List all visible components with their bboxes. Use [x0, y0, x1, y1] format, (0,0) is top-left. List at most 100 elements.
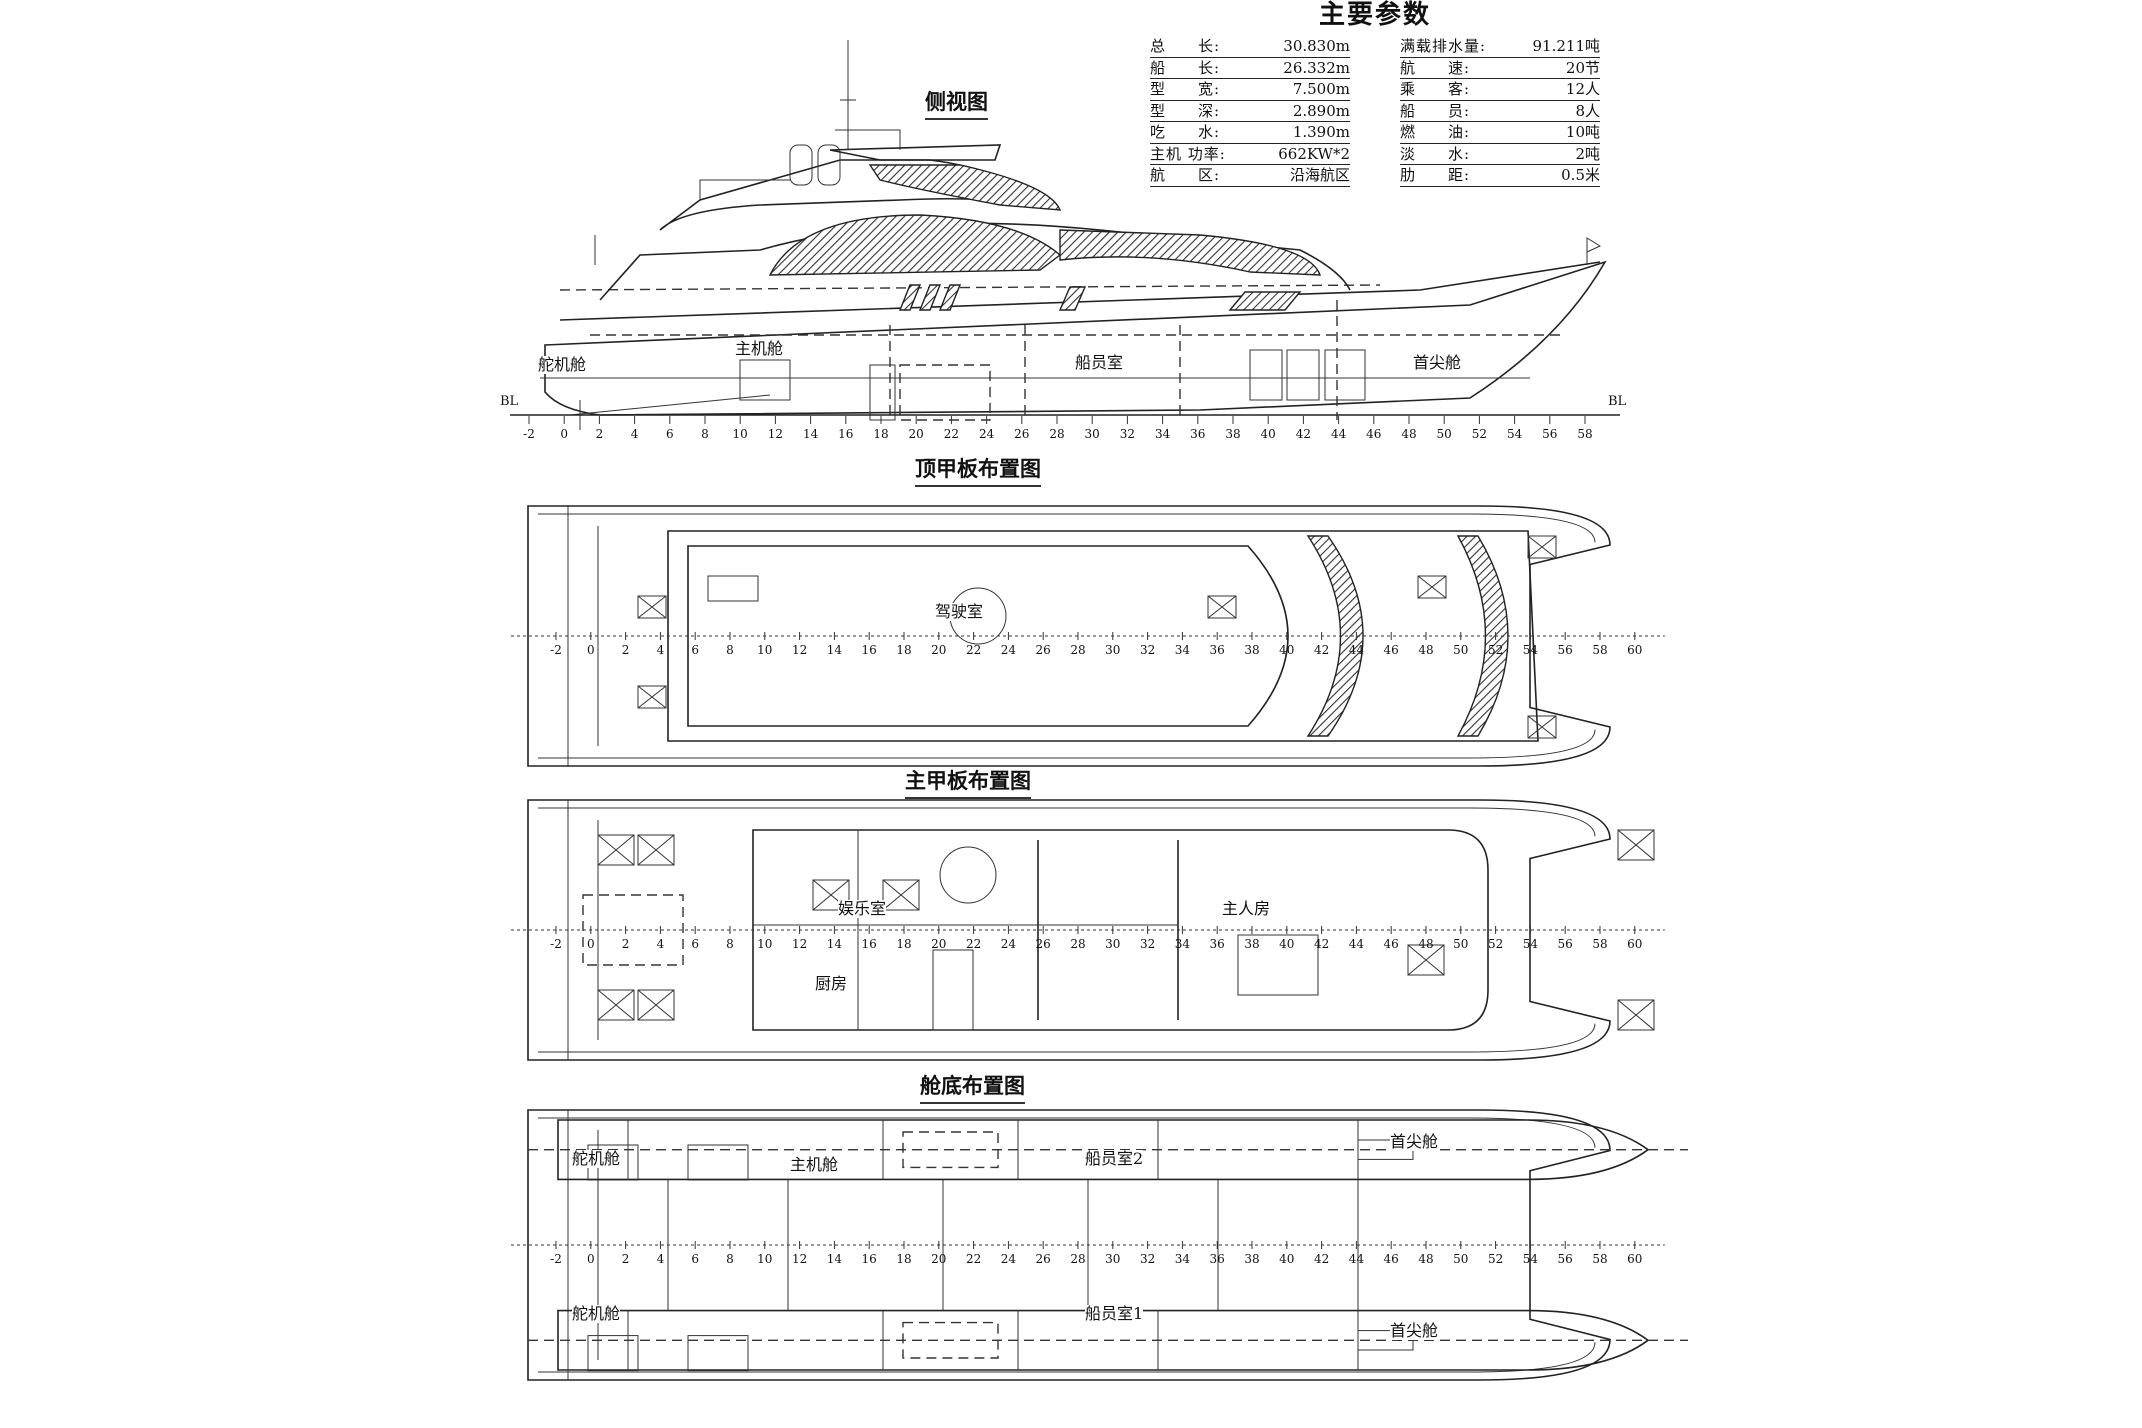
frame-label: 48 [1418, 1252, 1433, 1266]
demihull [557, 1309, 1650, 1371]
frame-label: 0 [560, 427, 568, 441]
mast [835, 40, 901, 150]
hatch-cross [1407, 944, 1445, 976]
param-value: 1.390m [1292, 123, 1350, 141]
frame-label: -2 [550, 937, 562, 951]
frame-label: -2 [523, 427, 535, 441]
frame-label: 42 [1296, 427, 1311, 441]
crew-room-1-label: 船员室1 [1085, 1304, 1144, 1323]
hull-profile [544, 260, 1607, 416]
water-tank [1357, 1330, 1414, 1351]
frame-label: 12 [768, 427, 783, 441]
param-key: 航 速: [1400, 58, 1471, 77]
baseline-label-fwd: BL [1608, 394, 1627, 409]
frame-label: 40 [1279, 1252, 1294, 1266]
frame-label: 38 [1225, 427, 1240, 441]
deckhouse-outline [752, 829, 1489, 1031]
hatch-box [1527, 535, 1557, 559]
frame-label: 36 [1210, 937, 1225, 951]
param-key: 满载排水量: [1400, 37, 1487, 55]
hatch-cross [1207, 595, 1237, 619]
forepeak-label: 首尖舱 [1413, 353, 1462, 372]
frame-label: 28 [1070, 1252, 1085, 1266]
frame-label: 26 [1036, 643, 1051, 657]
frame-label: 40 [1279, 937, 1294, 951]
frame-label: 16 [862, 937, 877, 951]
frame-label: 52 [1488, 937, 1503, 951]
frame-label: 54 [1523, 937, 1539, 951]
frame-label: 26 [1036, 937, 1051, 951]
hatch-cross [1617, 999, 1655, 1031]
hatch-box [597, 834, 635, 866]
frame-label: 4 [657, 937, 665, 951]
frame-label: 50 [1453, 937, 1468, 951]
frame-label: 32 [1120, 427, 1135, 441]
param-key: 航 区: [1150, 166, 1221, 184]
hatch-box [1527, 715, 1557, 739]
param-key: 燃 油: [1400, 123, 1471, 141]
frame-label: 58 [1592, 937, 1607, 951]
main-parameters-table: 主要参数 总 长:30.830m 船 长:26.332m 型 宽:7.500m … [1150, 0, 1600, 187]
frame-label: 46 [1366, 427, 1381, 441]
frame-label: 44 [1349, 1252, 1365, 1266]
hardtop [829, 144, 1002, 161]
parameters-columns: 总 长:30.830m 船 长:26.332m 型 宽:7.500m 型 深:2… [1150, 36, 1600, 187]
spiral-stair [939, 846, 997, 904]
hatch-box [637, 989, 675, 1021]
frame-label: 54 [1523, 1252, 1539, 1266]
frame-label: 56 [1558, 937, 1573, 951]
hatch-cross [597, 989, 635, 1021]
frame-label: 44 [1349, 643, 1365, 657]
frame-label: 60 [1627, 1252, 1642, 1266]
param-value: 20节 [1565, 58, 1600, 77]
param-value: 7.500m [1292, 80, 1350, 98]
frame-label: 20 [931, 1252, 946, 1266]
frame-label: 6 [691, 643, 699, 657]
frame-label: 40 [1279, 643, 1294, 657]
param-value: 8人 [1575, 101, 1600, 120]
frame-label: 14 [827, 937, 843, 951]
demihull [557, 1119, 1650, 1181]
frame-label: 14 [827, 643, 843, 657]
bottom-plan-title: 舱底布置图 [920, 1070, 1025, 1104]
param-row: 航 速: 20节 [1400, 58, 1600, 79]
param-row: 船 员:8人 [1400, 101, 1600, 122]
tank [1324, 349, 1366, 401]
hatch-box [812, 879, 850, 911]
frame-label: 22 [944, 427, 959, 441]
upper-deck-line [559, 284, 1381, 291]
frame-label: 0 [587, 1252, 595, 1266]
frame-label: 50 [1453, 643, 1468, 657]
owner-cabin-label: 主人房 [1222, 899, 1271, 918]
frame-label: 60 [1627, 643, 1642, 657]
frame-label: 8 [701, 427, 709, 441]
frame-label: 38 [1244, 937, 1259, 951]
frame-label: 4 [631, 427, 639, 441]
frame-label: 14 [803, 427, 819, 441]
frame-label: 42 [1314, 1252, 1329, 1266]
frame-label: 10 [757, 1252, 772, 1266]
inner-hull-line [538, 1117, 1596, 1373]
frame-label: 24 [1001, 643, 1017, 657]
frame-label: 18 [896, 643, 911, 657]
frame-label: 46 [1384, 643, 1399, 657]
param-row: 船 长:26.332m [1150, 58, 1350, 79]
hull-outline [527, 799, 1611, 1061]
hatch-cross [1417, 575, 1447, 599]
helm-console [707, 575, 759, 602]
param-row: 总 长:30.830m [1150, 36, 1350, 58]
frame-label: 2 [596, 427, 604, 441]
frame-label: 30 [1085, 427, 1100, 441]
frame-label: 20 [931, 937, 946, 951]
frame-label: 48 [1401, 427, 1416, 441]
param-key: 乘 客: [1400, 80, 1471, 98]
frame-label: 22 [966, 937, 981, 951]
hatch-box [1617, 999, 1655, 1031]
frame-label: 46 [1384, 937, 1399, 951]
frame-label: 20 [931, 643, 946, 657]
hatch-cross [637, 834, 675, 866]
frame-label: 22 [966, 1252, 981, 1266]
param-row: 航 区:沿海航区 [1150, 165, 1350, 187]
tank [1249, 349, 1283, 401]
param-key: 主机 功率: [1150, 144, 1226, 163]
